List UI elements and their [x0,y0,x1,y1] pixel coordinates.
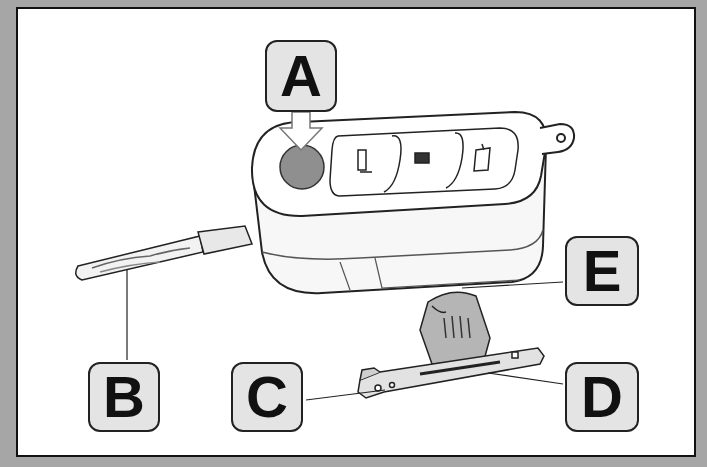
fob-body-part [340,262,350,290]
button-icons-part [446,133,463,188]
battery-holder-part [444,316,470,338]
key-blade [76,226,252,280]
battery-cover-part [390,383,395,388]
fob-body-part [375,258,520,288]
key-blade-part [76,236,203,280]
leader-lines-part [306,390,385,400]
battery-holder [420,292,490,364]
battery-cover-part [512,352,518,358]
callout-box: D [565,362,639,432]
battery-cover-part [360,368,380,380]
button-icons-part [384,136,401,192]
button-icons [280,133,490,192]
leader-lines-part [488,373,563,384]
key-blade-part [100,262,160,272]
callout-box: B [88,362,160,432]
key-blade-part [92,248,190,268]
fob-body-part [262,230,543,259]
key-blade-part [198,226,252,254]
leader-lines-part [126,270,127,360]
battery-cover-part [358,348,544,398]
callout-letter: E [583,242,622,300]
fob-body [252,112,546,293]
battery-holder-part [420,292,490,364]
key-ring-part [557,134,565,142]
key-ring [540,124,574,154]
fob-body-part [252,112,546,216]
button-icons-part [358,150,372,172]
battery-cover [358,348,544,398]
leader-lines [127,270,563,400]
button-icons-part [474,144,490,171]
fob-body-part [330,128,518,196]
key-ring-part [540,124,574,154]
callout-letter: B [103,368,145,426]
callout-letter: A [280,47,322,105]
press-arrow-part [280,112,322,150]
callout-box: C [231,362,303,432]
callout-box: E [565,236,639,306]
callout-letter: D [581,368,623,426]
battery-holder-part [432,306,446,312]
leader-lines-part [462,282,563,288]
button-icons-part [415,153,429,163]
battery-cover-part [420,362,500,374]
press-arrow [280,112,322,150]
callout-letter: C [246,368,288,426]
button-icons-part [280,145,324,189]
callout-box: A [265,40,337,112]
